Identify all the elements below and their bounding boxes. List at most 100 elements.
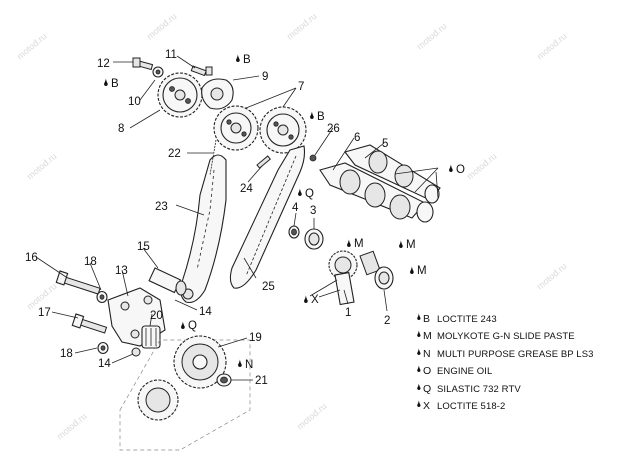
legend-code: X (423, 399, 431, 412)
legend-description: SILASTIC 732 RTV (437, 383, 521, 395)
drop-icon: 🌢 (416, 399, 422, 410)
callout-5: 5 (382, 138, 388, 150)
drop-icon: 🌢 (416, 347, 422, 358)
callout-24: 24 (240, 183, 253, 195)
callout-20: 20 (150, 310, 163, 322)
lube-mark-b: B (111, 78, 119, 90)
callout-7: 7 (298, 81, 304, 93)
lower-gear (137, 379, 179, 421)
callout-13: 13 (115, 265, 128, 277)
callout-12: 12 (97, 58, 110, 70)
watermark: motod.ru (535, 261, 569, 291)
drop-icon: 🌢 (448, 164, 454, 175)
drop-icon: 🌢 (416, 313, 422, 323)
needle-bearing-20 (141, 325, 161, 349)
callout-16: 16 (25, 252, 38, 264)
plate-9 (201, 78, 234, 110)
drop-icon: 🌢 (237, 359, 243, 370)
lube-mark-b: B (317, 111, 325, 123)
legend-row: 🌢 B LOCTITE 243 (415, 313, 620, 330)
lube-mark-m: M (417, 265, 427, 277)
legend-row: 🌢 M MOLYKOTE G-N SLIDE PASTE (415, 330, 620, 347)
callout-8: 8 (118, 123, 124, 135)
washer-18-upper (96, 290, 108, 304)
chain-guide-25 (229, 145, 306, 289)
watermark: motod.ru (15, 31, 49, 61)
lube-mark-x: X (311, 294, 319, 306)
drop-icon: 🌢 (235, 54, 241, 65)
bolt-16 (55, 270, 101, 295)
watermark: motod.ru (55, 411, 89, 441)
legend-description: MULTI PURPOSE GREASE BP LS3 (437, 348, 594, 360)
watermark: motod.ru (415, 21, 449, 51)
watermark: motod.ru (535, 31, 569, 61)
bolt-11 (190, 65, 213, 77)
lube-mark-b: B (243, 54, 251, 66)
legend-code: N (423, 347, 431, 360)
drop-icon: 🌢 (303, 295, 309, 306)
legend-row: 🌢 N MULTI PURPOSE GREASE BP LS3 (415, 348, 620, 365)
watermark: motod.ru (295, 401, 329, 431)
lube-mark-q: Q (305, 188, 314, 200)
cam-sprocket-right (259, 106, 307, 154)
callout-25: 25 (262, 281, 275, 293)
callout-9: 9 (262, 71, 268, 83)
seal-4 (288, 225, 300, 239)
lubricant-legend: 🌢 B LOCTITE 243 🌢 M MOLYKOTE G-N SLIDE P… (415, 313, 620, 417)
drop-icon: 🌢 (398, 240, 404, 251)
callout-14-upper: 14 (199, 306, 212, 318)
drop-icon: 🌢 (346, 239, 352, 250)
legend-code: O (423, 365, 432, 378)
cutout-frame (119, 339, 251, 451)
gear-19 (173, 335, 227, 389)
leader-lines (35, 55, 439, 381)
callout-3: 3 (310, 205, 316, 217)
drop-icon: 🌢 (297, 188, 303, 199)
callout-1: 1 (345, 307, 351, 319)
drop-icon: 🌢 (180, 321, 186, 332)
drop-icon: 🌢 (416, 330, 422, 341)
drop-icon: 🌢 (416, 365, 422, 376)
lube-marks: 🌢 B 🌢 B 🌢 B 🌢 O 🌢 Q 🌢 M 🌢 M 🌢 M 🌢 X 🌢 Q … (103, 54, 465, 371)
callout-labels: 12 11 10 8 9 7 22 23 24 25 26 6 5 4 3 1 … (25, 49, 390, 387)
washer-21 (216, 373, 232, 387)
legend-code: Q (423, 382, 432, 395)
washer-10 (152, 66, 164, 78)
callout-21: 21 (255, 375, 268, 387)
cam-sprocket-left (213, 105, 259, 151)
watermark: motod.ru (465, 151, 499, 181)
pin-26 (309, 154, 317, 162)
legend-description: LOCTITE 243 (437, 314, 497, 325)
gear-shaft-1 (328, 250, 381, 306)
legend-row: 🌢 O ENGINE OIL (415, 365, 620, 382)
watermark: motod.ru (145, 11, 179, 41)
legend-description: MOLYKOTE G-N SLIDE PASTE (437, 331, 575, 343)
legend-description: LOCTITE 518-2 (437, 400, 506, 412)
drop-icon: 🌢 (103, 78, 109, 89)
legend-code: M (423, 330, 432, 343)
drop-icon: 🌢 (409, 266, 415, 277)
bolt-12 (132, 57, 154, 71)
bolt-17 (71, 313, 108, 334)
callout-18-upper: 18 (84, 256, 97, 268)
callout-22: 22 (168, 148, 181, 160)
bearing-2 (374, 266, 394, 290)
watermark: motod.ru (285, 11, 319, 41)
callout-15: 15 (137, 241, 150, 253)
drop-icon: 🌢 (309, 111, 315, 122)
callout-23: 23 (155, 201, 168, 213)
callout-26: 26 (327, 123, 340, 135)
camshaft-6 (319, 162, 434, 223)
bearing-3 (304, 228, 324, 250)
lube-mark-q: Q (188, 320, 197, 332)
callout-14-lower: 14 (98, 358, 111, 370)
callout-17: 17 (38, 307, 51, 319)
callout-11: 11 (165, 49, 177, 61)
spacer-15 (148, 267, 187, 296)
lube-mark-n: N (245, 359, 253, 371)
lube-mark-m: M (406, 239, 416, 251)
legend-row: 🌢 X LOCTITE 518-2 (415, 400, 620, 417)
sprocket-8 (157, 72, 203, 118)
callout-19: 19 (249, 332, 262, 344)
